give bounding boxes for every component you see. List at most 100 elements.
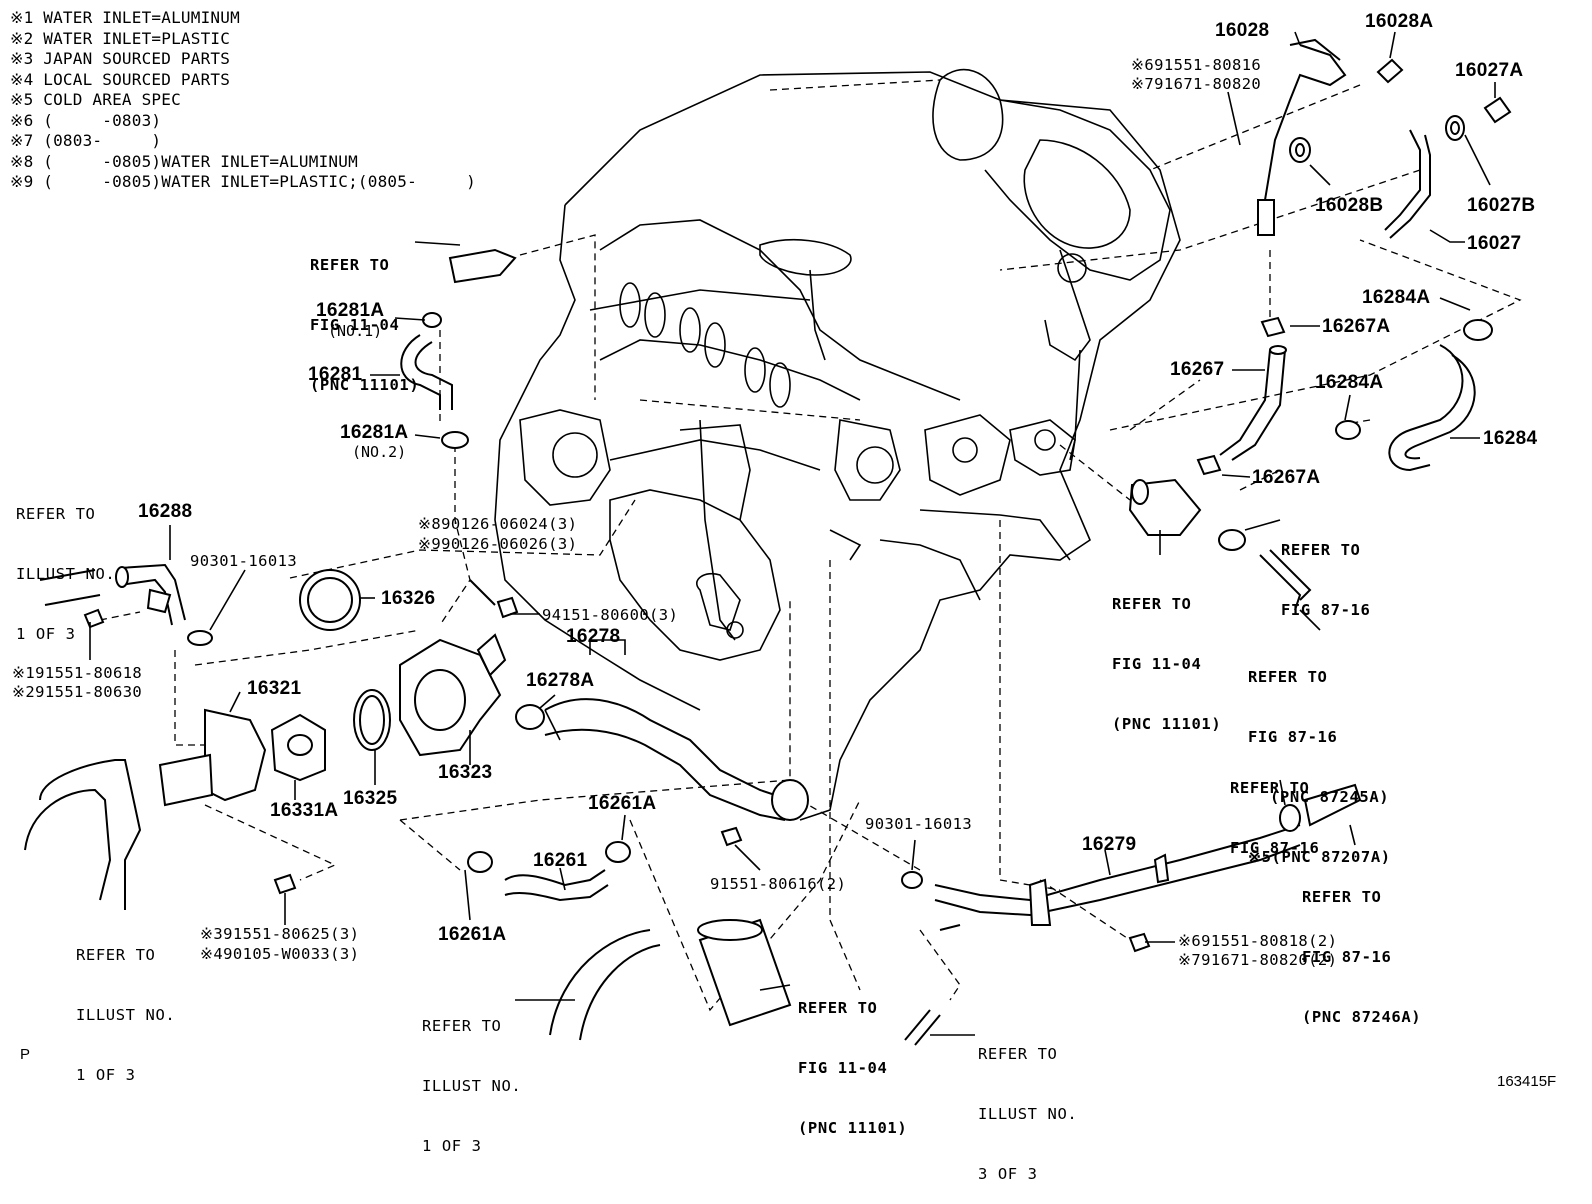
part-label-16027B[interactable]: 16027B xyxy=(1467,195,1536,216)
refer-line: FIG 11-04 xyxy=(798,1059,888,1077)
refer-fig-11-04-bottom[interactable]: REFER TO FIG 11-04 (PNC 11101) xyxy=(798,958,907,1158)
part-label-16281A-no2[interactable]: 16281A xyxy=(340,422,409,443)
refer-line: FIG 11-04 xyxy=(310,316,400,334)
hw-label-91551-80818[interactable]: ※691551-80818(2) xyxy=(1178,932,1338,950)
hw-label-91551-80625[interactable]: ※391551-80625(3) xyxy=(200,925,360,943)
hw-label-91671-80820-top[interactable]: ※791671-80820 xyxy=(1131,75,1262,93)
note-5: ※5 COLD AREA SPEC xyxy=(10,90,181,109)
refer-line: REFER TO xyxy=(76,946,156,964)
part-label-16325[interactable]: 16325 xyxy=(343,788,398,809)
hw-label-90126-06024[interactable]: ※890126-06024(3) xyxy=(418,515,578,533)
part-label-16284A-lower[interactable]: 16284A xyxy=(1315,372,1384,393)
refer-fig-11-04-mid[interactable]: REFER TO FIG 11-04 (PNC 11101) xyxy=(1112,554,1221,754)
hw-label-91551-80816[interactable]: ※691551-80816 xyxy=(1131,56,1262,74)
hw-label-90126-06026[interactable]: ※990126-06026(3) xyxy=(418,535,578,553)
refer-line: 3 OF 3 xyxy=(978,1165,1038,1183)
part-label-16261A-lower[interactable]: 16261A xyxy=(438,924,507,945)
part-label-16331A[interactable]: 16331A xyxy=(270,800,339,821)
refer-line: FIG 87-16 xyxy=(1281,601,1371,619)
hw-label-94151-80600[interactable]: 94151-80600(3) xyxy=(542,606,679,624)
part-label-16323[interactable]: 16323 xyxy=(438,762,493,783)
refer-fig-87-16-a[interactable]: REFER TO FIG 87-16 xyxy=(1281,500,1370,640)
part-label-16279[interactable]: 16279 xyxy=(1082,834,1137,855)
note-6: ※6 ( -0803) xyxy=(10,110,162,130)
refer-line: (PNC 11101) xyxy=(1112,715,1222,733)
part-label-16321[interactable]: 16321 xyxy=(247,678,302,699)
hw-label-91551-80630[interactable]: ※291551-80630 xyxy=(12,683,143,701)
refer-line: (PNC 87245A) xyxy=(1270,788,1390,806)
part-label-16267A-upper[interactable]: 16267A xyxy=(1322,316,1391,337)
part-label-16288[interactable]: 16288 xyxy=(138,501,193,522)
refer-line: ILLUST NO. xyxy=(16,565,116,583)
note-3: ※3 JAPAN SOURCED PARTS xyxy=(10,49,231,68)
part-shapes xyxy=(24,38,1512,1046)
part-label-16284[interactable]: 16284 xyxy=(1483,428,1538,449)
refer-line: FIG 87-16 xyxy=(1230,839,1320,857)
refer-line: (PNC 11101) xyxy=(798,1119,908,1137)
note-1: ※1 WATER INLET=ALUMINUM xyxy=(10,8,240,27)
hw-label-91551-80616[interactable]: 91551-80616(2) xyxy=(710,875,847,893)
hw-label-91551-80618[interactable]: ※191551-80618 xyxy=(12,664,143,682)
engine-block-illustration xyxy=(494,68,1181,821)
refer-line: 1 OF 3 xyxy=(16,625,76,643)
part-label-16027[interactable]: 16027 xyxy=(1467,233,1522,254)
refer-fig-11-04-top[interactable]: REFER TO FIG 11-04 (PNC 11101) xyxy=(310,215,419,415)
part-label-16326[interactable]: 16326 xyxy=(381,588,436,609)
refer-line: REFER TO xyxy=(1281,541,1361,559)
refer-line: 1 OF 3 xyxy=(422,1137,482,1155)
part-label-16267A-lower[interactable]: 16267A xyxy=(1252,467,1321,488)
part-label-16278A[interactable]: 16278A xyxy=(526,670,595,691)
solid-leader-lines xyxy=(89,31,1496,1036)
refer-line: (PNC 87246A) xyxy=(1302,1008,1422,1026)
note-2: ※2 WATER INLET=PLASTIC xyxy=(10,28,231,48)
refer-line: REFER TO xyxy=(1248,668,1328,686)
refer-line: REFER TO xyxy=(978,1045,1058,1063)
part-label-16281[interactable]: 16281 xyxy=(308,364,363,385)
sub-label-no1: (NO.1) xyxy=(328,322,383,340)
note-8: ※8 ( -0805)WATER INLET=ALUMINUM xyxy=(10,151,358,171)
part-label-16284A-upper[interactable]: 16284A xyxy=(1362,287,1431,308)
refer-fig-87-16-d[interactable]: REFER TO FIG 87-16 (PNC 87246A) xyxy=(1302,847,1421,1047)
figure-id: 163415F xyxy=(1497,1073,1557,1090)
parts-diagram-drawing xyxy=(24,31,1522,1046)
refer-line: (PNC 11101) xyxy=(310,376,420,394)
part-label-16278[interactable]: 16278 xyxy=(566,626,621,647)
refer-line: REFER TO xyxy=(1112,595,1192,613)
part-label-16261A-upper[interactable]: 16261A xyxy=(588,793,657,814)
refer-line: REFER TO xyxy=(422,1017,502,1035)
part-label-16028B[interactable]: 16028B xyxy=(1315,195,1384,216)
sub-label-no2: (NO.2) xyxy=(352,443,407,461)
corner-letter: P xyxy=(20,1046,31,1063)
refer-line: FIG 11-04 xyxy=(1112,655,1202,673)
refer-line: ILLUST NO. xyxy=(978,1105,1078,1123)
refer-line: ILLUST NO. xyxy=(422,1077,522,1095)
part-label-16267[interactable]: 16267 xyxy=(1170,359,1225,380)
refer-illust-bottom-right[interactable]: REFER TO ILLUST NO. 3 OF 3 xyxy=(978,1004,1077,1204)
refer-illust-bottom-mid[interactable]: REFER TO ILLUST NO. 1 OF 3 xyxy=(422,976,521,1176)
refer-illust-bottom-left[interactable]: REFER TO ILLUST NO. 1 OF 3 xyxy=(76,905,175,1105)
hw-label-90105-W0033[interactable]: ※490105-W0033(3) xyxy=(200,945,360,963)
refer-fig-87-16-c[interactable]: REFER TO FIG 87-16 xyxy=(1230,738,1319,878)
hw-label-90301-16013-right[interactable]: 90301-16013 xyxy=(865,815,973,833)
part-label-16261[interactable]: 16261 xyxy=(533,850,588,871)
part-label-16281A-no1[interactable]: 16281A xyxy=(316,300,385,321)
refer-line: REFER TO xyxy=(798,999,878,1017)
note-7: ※7 (0803- ) xyxy=(10,131,162,150)
refer-line: REFER TO xyxy=(16,505,96,523)
refer-line: ※5(PNC 87207A) xyxy=(1248,848,1391,866)
hw-label-90301-16013-left[interactable]: 90301-16013 xyxy=(190,552,298,570)
hw-label-91671-80820-bottom[interactable]: ※791671-80820(2) xyxy=(1178,951,1338,969)
part-label-16028A[interactable]: 16028A xyxy=(1365,11,1434,32)
note-9: ※9 ( -0805)WATER INLET=PLASTIC;(0805- ) xyxy=(10,172,476,191)
refer-line: REFER TO xyxy=(1302,888,1382,906)
note-4: ※4 LOCAL SOURCED PARTS xyxy=(10,69,231,89)
spec-notes: ※1 WATER INLET=ALUMINUM ※2 WATER INLET=P… xyxy=(10,8,476,193)
refer-line: FIG 87-16 xyxy=(1302,948,1392,966)
part-label-16028[interactable]: 16028 xyxy=(1215,20,1270,41)
refer-fig-87-16-b[interactable]: REFER TO FIG 87-16 (PNC 87245A) ※5(PNC 8… xyxy=(1248,627,1391,887)
refer-line: FIG 87-16 xyxy=(1248,728,1338,746)
refer-illust-left[interactable]: REFER TO ILLUST NO. 1 OF 3 xyxy=(16,464,115,664)
part-label-16027A[interactable]: 16027A xyxy=(1455,60,1524,81)
refer-line: REFER TO xyxy=(1230,779,1310,797)
refer-line: 1 OF 3 xyxy=(76,1066,136,1084)
